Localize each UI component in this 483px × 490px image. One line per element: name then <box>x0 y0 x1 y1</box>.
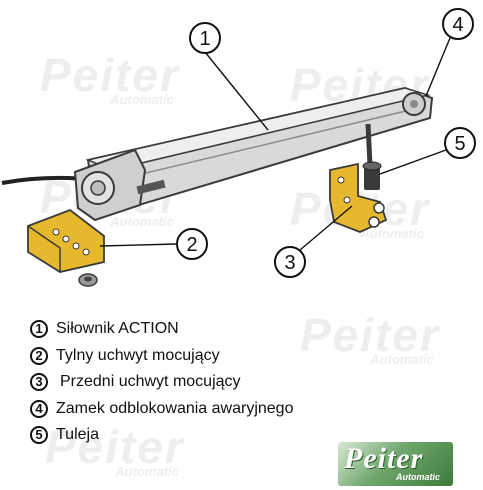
rear-bracket-hole <box>82 248 90 256</box>
callout-5-number: 5 <box>454 133 465 155</box>
legend-label: Siłownik ACTION <box>56 320 179 338</box>
actuator-rail <box>124 109 411 179</box>
leader-line-3 <box>299 205 353 251</box>
legend-item: 5 Tuleja <box>30 422 360 449</box>
callout-5: 5 <box>444 127 476 159</box>
front-bracket <box>329 162 388 233</box>
rear-bracket-hole <box>72 242 80 250</box>
legend-number: 1 <box>30 320 48 339</box>
legend-label: Zamek odblokowania awaryjnego <box>56 399 294 417</box>
sleeve <box>362 161 382 190</box>
front-bracket-hole <box>343 196 351 204</box>
actuator-body <box>73 86 434 222</box>
emergency-unlock-hub <box>410 100 418 108</box>
leader-line-1 <box>204 51 269 131</box>
rear-bracket-hole <box>62 235 70 243</box>
piston-rod <box>365 123 373 166</box>
rear-nut-hole <box>84 276 92 282</box>
front-bracket-hole <box>337 176 345 184</box>
motor-end-hub <box>90 180 106 196</box>
legend-number: 5 <box>30 426 48 445</box>
legend-item: 4 Zamek odblokowania awaryjnego <box>30 396 360 423</box>
callout-3-number: 3 <box>284 252 295 274</box>
leader-line-2 <box>99 243 177 247</box>
rear-bracket <box>27 208 105 273</box>
callout-1: 1 <box>189 22 221 54</box>
logo-name: Peiter <box>344 442 424 475</box>
callout-2-number: 2 <box>186 234 197 256</box>
front-bracket-eye <box>373 202 385 214</box>
legend-label: Tuleja <box>56 426 99 444</box>
leader-line-4 <box>425 37 451 97</box>
legend-number: 3 <box>30 373 48 392</box>
rear-bracket-fold <box>27 225 61 272</box>
callout-1-number: 1 <box>199 28 210 50</box>
callout-3: 3 <box>274 246 306 278</box>
legend: 1 Siłownik ACTION 2 Tylny uchwyt mocując… <box>30 316 360 449</box>
callout-4-number: 4 <box>452 14 463 36</box>
rear-nut <box>78 273 98 287</box>
callout-2: 2 <box>176 228 208 260</box>
legend-item: 3 Przedni uchwyt mocujący <box>30 369 360 396</box>
legend-number: 2 <box>30 346 48 365</box>
front-bracket-eye <box>368 216 380 228</box>
callout-4: 4 <box>442 8 474 40</box>
leader-line-5 <box>379 149 447 175</box>
brand-logo: Peiter Automatic <box>338 442 453 486</box>
logo-subtitle: Automatic <box>396 472 441 482</box>
legend-label: Tylny uchwyt mocujący <box>56 346 220 364</box>
sleeve-top <box>362 161 382 171</box>
legend-item: 1 Siłownik ACTION <box>30 316 360 343</box>
legend-item: 2 Tylny uchwyt mocujący <box>30 343 360 370</box>
legend-number: 4 <box>30 399 48 418</box>
sleeve-body <box>364 166 380 190</box>
legend-label: Przedni uchwyt mocujący <box>60 373 241 391</box>
rear-bracket-hole <box>52 228 60 236</box>
product-label <box>136 179 166 195</box>
